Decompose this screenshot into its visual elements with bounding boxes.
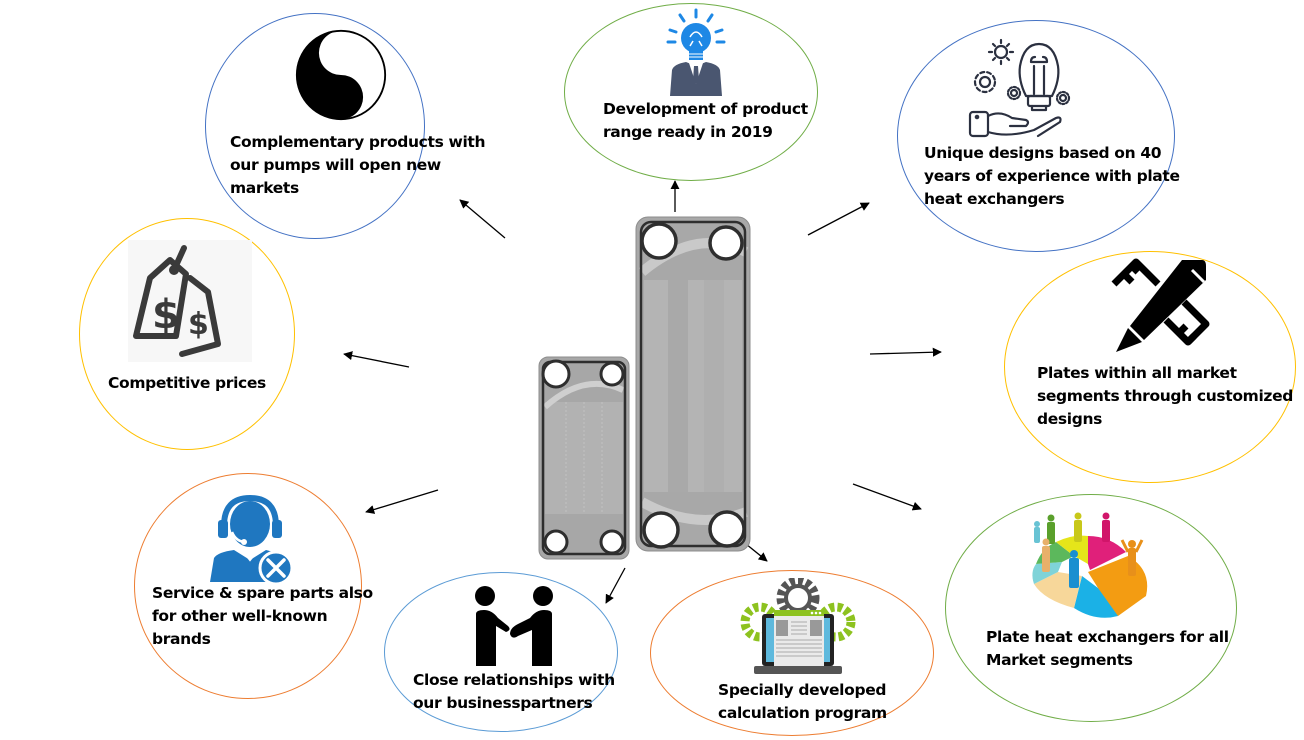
large-plate <box>635 216 751 552</box>
node-relationships-caption: Close relationships with our businesspar… <box>413 669 615 715</box>
lightbulb-businessman-icon <box>664 8 728 96</box>
node-custom-plates <box>1004 251 1296 483</box>
laptop-gears-icon <box>740 578 856 678</box>
node-competitive-prices <box>79 218 295 450</box>
pencil-ruler-icon <box>1108 256 1210 354</box>
center-plates-image <box>536 212 756 562</box>
node-unique-designs <box>897 20 1175 252</box>
caption-line: for other well-known <box>152 607 328 625</box>
node-complementary <box>205 13 425 239</box>
arrow-to-market-segments <box>852 483 922 511</box>
caption-line: years of experience with plate <box>924 167 1180 185</box>
node-development-caption: Development of product range ready in 20… <box>603 98 808 144</box>
caption-line: Plate heat exchangers for all <box>986 628 1229 646</box>
caption-line: Competitive prices <box>108 374 266 392</box>
arrow-to-relationships <box>605 567 626 604</box>
caption-line: range ready in 2019 <box>603 123 773 141</box>
handshake-icon <box>474 586 554 666</box>
node-market-segments-caption: Plate heat exchangers for all Market seg… <box>986 626 1229 672</box>
node-calc-program <box>650 570 934 736</box>
caption-line: segments through customized <box>1037 387 1294 405</box>
caption-line: Development of product <box>603 100 808 118</box>
node-unique-designs-caption: Unique designs based on 40 years of expe… <box>924 142 1180 211</box>
arrow-to-custom-plates <box>869 347 942 357</box>
node-relationships <box>384 572 618 732</box>
support-agent-tools-icon <box>210 492 296 584</box>
hand-lightbulb-gears-icon <box>968 38 1072 138</box>
caption-line: calculation program <box>718 704 887 722</box>
caption-line: Specially developed <box>718 681 887 699</box>
svg-text:$: $ <box>188 307 209 342</box>
arrow-to-competitive-prices <box>343 351 410 368</box>
arrow-to-unique-designs <box>807 202 870 236</box>
node-market-segments <box>945 494 1237 722</box>
arrow-to-service <box>365 489 439 514</box>
caption-line: Unique designs based on 40 <box>924 144 1162 162</box>
arrow-to-complementary <box>459 199 506 239</box>
node-calc-program-caption: Specially developed calculation program <box>718 679 887 725</box>
node-service <box>134 473 362 699</box>
caption-line: heat exchangers <box>924 190 1065 208</box>
node-service-caption: Service & spare parts also for other wel… <box>152 582 373 651</box>
caption-line: Close relationships with <box>413 671 615 689</box>
caption-line: our pumps will open new <box>230 156 441 174</box>
yin-yang-icon <box>295 28 387 122</box>
svg-text:$: $ <box>152 292 180 338</box>
node-custom-plates-caption: Plates within all market segments throug… <box>1037 362 1293 431</box>
caption-line: brands <box>152 630 211 648</box>
node-development <box>564 3 818 181</box>
caption-line: Service & spare parts also <box>152 584 373 602</box>
arrow-to-calc-program <box>745 543 768 562</box>
caption-line: our businesspartners <box>413 694 593 712</box>
node-competitive-prices-caption: Competitive prices <box>108 372 266 395</box>
caption-line: designs <box>1037 410 1103 428</box>
caption-line: Market segments <box>986 651 1133 669</box>
small-plate <box>538 356 630 560</box>
caption-line: Complementary products with <box>230 133 486 151</box>
pie-chart-people-icon <box>1028 512 1156 622</box>
node-complementary-caption: Complementary products with our pumps wi… <box>230 131 486 200</box>
price-tags-icon: $ $ <box>128 240 252 362</box>
caption-line: markets <box>230 179 299 197</box>
caption-line: Plates within all market <box>1037 364 1237 382</box>
